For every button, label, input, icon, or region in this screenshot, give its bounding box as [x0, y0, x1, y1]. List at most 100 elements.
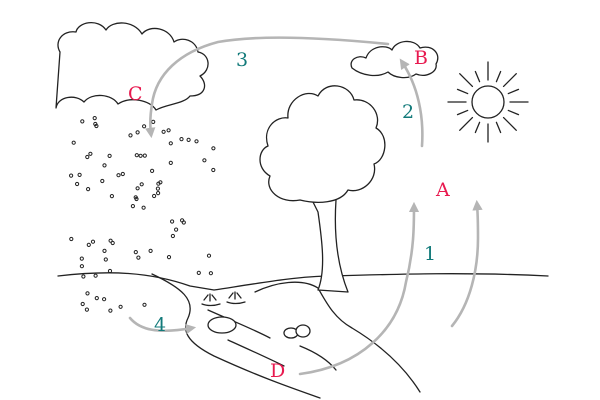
- splash-marks: [201, 291, 246, 307]
- label-2: 2: [402, 101, 414, 123]
- sun-icon: [447, 61, 529, 143]
- rain-drop: [166, 255, 172, 260]
- sun-ray: [459, 116, 474, 131]
- rain-drop: [136, 255, 141, 260]
- rain-drop: [152, 193, 157, 199]
- rain-drop: [138, 153, 143, 158]
- rain-drop: [85, 291, 90, 296]
- rain-drop: [142, 153, 147, 158]
- rain-drop: [196, 270, 201, 275]
- rain-drop: [161, 129, 166, 134]
- rain-drop: [102, 248, 107, 253]
- sun-ray: [495, 70, 502, 83]
- label-3: 3: [236, 49, 248, 71]
- rain-drop: [107, 268, 113, 274]
- rain-drop: [179, 137, 184, 142]
- rain-drop: [88, 151, 93, 156]
- rain-drop: [79, 256, 84, 261]
- rain-drop: [107, 153, 112, 158]
- sun-ray: [459, 73, 474, 88]
- rain-drop: [80, 119, 85, 124]
- ground-line: [57, 272, 549, 291]
- rain-drop: [148, 248, 153, 253]
- label-4: 4: [154, 314, 166, 336]
- sun-ray: [502, 116, 517, 131]
- rain-cloud: [55, 22, 209, 111]
- label-d: D: [270, 360, 285, 382]
- rain-drop: [93, 121, 98, 127]
- sun-ray: [495, 121, 502, 134]
- rising-arrow-2: [399, 58, 424, 148]
- rain-drop: [211, 146, 216, 151]
- rain-drop: [85, 154, 90, 160]
- rain-drop: [155, 186, 160, 191]
- rain-drop: [94, 296, 99, 301]
- sun-ray: [456, 109, 469, 116]
- rain-drop: [180, 218, 185, 223]
- rain-drop: [142, 302, 147, 307]
- label-b: B: [414, 47, 428, 69]
- evaporation-arrow-side: [450, 199, 483, 328]
- rain-drop: [135, 130, 140, 135]
- rain-drop: [79, 264, 85, 269]
- rain-drop: [102, 163, 107, 168]
- sun-ray: [474, 70, 481, 83]
- rain-drop: [170, 219, 175, 224]
- small-cloud-b: [350, 40, 439, 79]
- rain-drop: [194, 139, 199, 144]
- label-a: A: [435, 179, 450, 201]
- rain-drop: [71, 140, 76, 145]
- sun-ray: [474, 121, 481, 134]
- rain-drop: [75, 181, 80, 187]
- rain-drop: [150, 168, 155, 173]
- rain-drop: [128, 133, 133, 138]
- label-c: C: [128, 83, 143, 105]
- condensation-arrow-3: [145, 36, 390, 139]
- rain-drops: [69, 116, 216, 313]
- sun-ray: [456, 88, 469, 95]
- rain-drop: [109, 194, 115, 199]
- rain-drop: [102, 297, 107, 302]
- rain-drop: [100, 178, 105, 184]
- rain-drop: [92, 116, 97, 121]
- rain-drop: [170, 233, 175, 239]
- rain-drop: [133, 250, 138, 255]
- label-1: 1: [424, 243, 436, 265]
- rain-drop: [208, 271, 213, 276]
- tree: [259, 85, 386, 293]
- rain-drop: [166, 128, 171, 133]
- rain-drop: [134, 153, 139, 158]
- rain-drop: [202, 158, 207, 163]
- rain-drop: [77, 172, 82, 177]
- sun-ray: [507, 88, 520, 95]
- rain-drop: [84, 307, 90, 312]
- evaporation-arrow-1: [298, 201, 420, 376]
- rain-drop: [168, 160, 173, 165]
- sun-ray: [502, 73, 517, 88]
- rain-drop: [86, 242, 91, 247]
- rain-drop: [69, 173, 74, 178]
- rain-drop: [90, 239, 96, 244]
- rain-drop: [141, 205, 146, 210]
- rain-drop: [174, 227, 179, 232]
- rain-drop: [139, 182, 144, 187]
- rain-drop: [130, 204, 135, 209]
- rain-drop: [93, 273, 98, 278]
- river-rocks: [207, 316, 311, 339]
- rain-drop: [206, 253, 212, 258]
- rain-drop: [80, 301, 85, 307]
- rain-drop: [186, 137, 191, 142]
- rain-drop: [118, 304, 123, 309]
- rain-drop: [108, 308, 113, 313]
- river: [151, 273, 421, 399]
- sun-ray: [507, 109, 520, 116]
- rain-drop: [81, 274, 86, 279]
- rain-drop: [135, 186, 140, 191]
- rain-drop: [168, 141, 173, 146]
- rain-drop: [108, 238, 113, 243]
- rain-drop: [133, 195, 138, 200]
- rain-drop: [156, 191, 161, 196]
- rain-drop: [211, 167, 216, 173]
- rain-drop: [158, 180, 163, 185]
